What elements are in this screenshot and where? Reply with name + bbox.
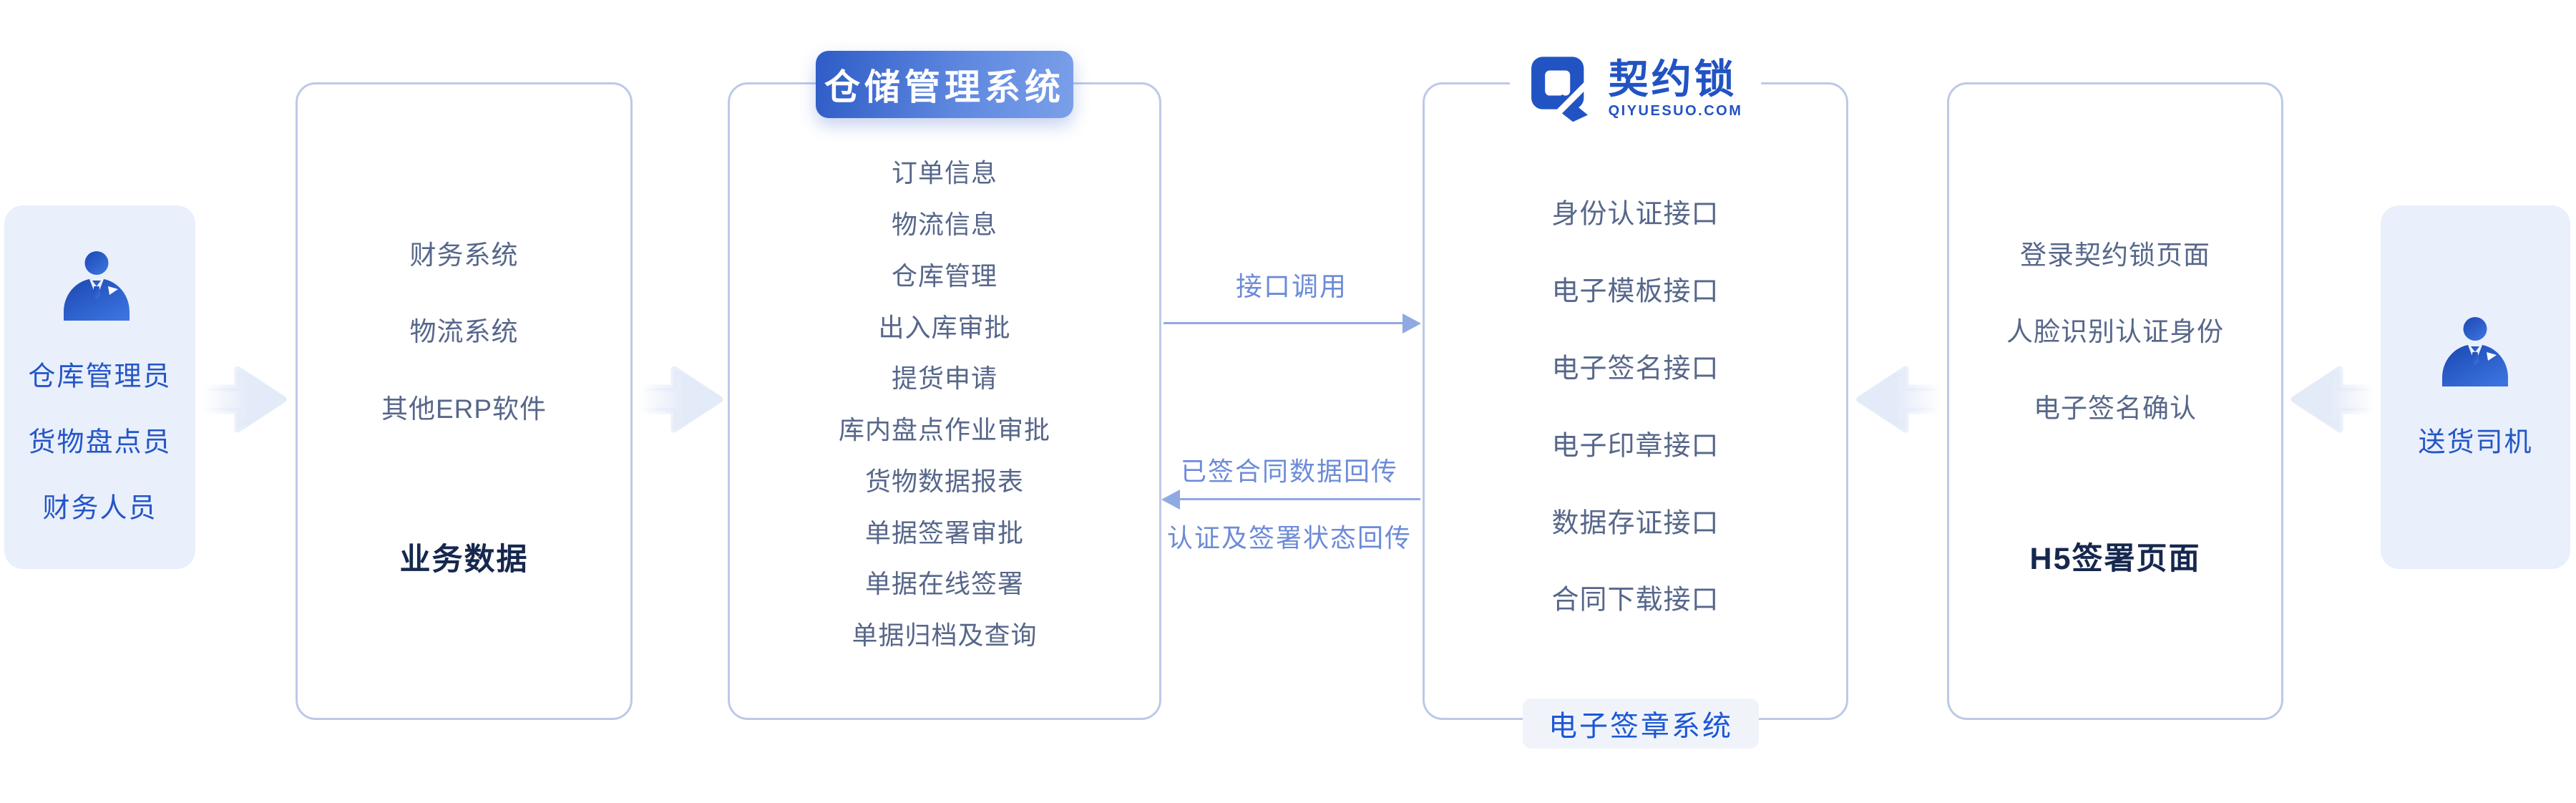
flow-chevron-right-icon	[636, 366, 723, 433]
wms-item: 仓库管理	[891, 261, 998, 291]
wms-item: 库内盘点作业审批	[838, 415, 1051, 444]
qiyuesuo-brand-text: 契约锁	[1608, 57, 1737, 102]
return-arrow-line	[1180, 498, 1420, 500]
api-call-label: 接口调用	[1236, 272, 1347, 301]
erp-item: 财务系统	[409, 240, 519, 270]
wms-item: 单据签署审批	[864, 518, 1025, 548]
qiyuesuo-wordmark: 契约锁 QIYUESUO.COM	[1608, 57, 1743, 119]
wms-item: 出入库审批	[878, 313, 1011, 342]
wms-item: 单据归档及查询	[852, 620, 1038, 650]
qys-api-item: 电子印章接口	[1551, 431, 1719, 462]
qys-api-item: 电子模板接口	[1551, 276, 1719, 307]
flow-chevron-right-icon	[200, 366, 287, 433]
qiyuesuo-logo: 契约锁 QIYUESUO.COM	[1509, 52, 1762, 126]
status-return-label: 认证及签署状态回传	[1166, 523, 1413, 553]
api-call-arrowhead-icon	[1402, 313, 1421, 334]
h5-step-item: 登录契约锁页面	[2020, 240, 2210, 270]
wms-item: 物流信息	[891, 210, 998, 239]
qys-api-item: 合同下载接口	[1551, 585, 1719, 615]
wms-item: 提货申请	[891, 364, 998, 393]
businessman-icon	[2442, 317, 2508, 386]
esign-system-badge: 电子签章系统	[1523, 699, 1759, 749]
flow-chevron-left-icon	[1856, 366, 1943, 433]
actor-role-label: 财务人员	[42, 493, 157, 524]
flow-chevron-left-icon	[2290, 366, 2378, 433]
businessman-icon	[64, 251, 130, 321]
wms-item: 货物数据报表	[864, 467, 1025, 496]
api-call-arrow-line	[1163, 322, 1404, 324]
qys-api-item: 身份认证接口	[1551, 199, 1719, 230]
wms-item: 单据在线签署	[864, 569, 1025, 598]
return-arrowhead-icon	[1161, 490, 1180, 510]
qiyuesuo-domain-text: QIYUESUO.COM	[1608, 103, 1743, 119]
qys-api-item: 数据存证接口	[1551, 508, 1719, 539]
h5-page-label: H5签署页面	[2029, 542, 2201, 576]
qiyuesuo-q-mark-icon	[1531, 57, 1591, 122]
wms-title: 仓储管理系统	[824, 67, 1065, 107]
actor-card-driver: 送货司机	[2381, 205, 2570, 569]
wms-box: 仓储管理系统 订单信息 物流信息 仓库管理 出入库审批 提货申请 库内盘点作业审…	[728, 51, 1161, 720]
erp-item: 其他ERP软件	[381, 394, 547, 424]
wms-item: 订单信息	[891, 158, 998, 188]
signed-contract-return-label: 已签合同数据回传	[1180, 457, 1399, 486]
erp-systems-box: 财务系统 物流系统 其他ERP软件 业务数据	[296, 82, 633, 720]
actor-role-label: 仓库管理员	[28, 361, 172, 392]
actor-role-label: 送货司机	[2418, 427, 2533, 458]
actor-card-warehouse-staff: 仓库管理员 货物盘点员 财务人员	[4, 205, 195, 569]
business-data-label: 业务数据	[399, 542, 529, 577]
h5-step-item: 人脸识别认证身份	[2006, 317, 2224, 346]
wms-title-badge: 仓储管理系统	[816, 51, 1073, 118]
qys-api-item: 电子签名接口	[1551, 354, 1719, 384]
h5-signing-box: 登录契约锁页面 人脸识别认证身份 电子签名确认 H5签署页面	[1947, 82, 2283, 720]
actor-role-label: 货物盘点员	[28, 427, 172, 458]
h5-step-item: 电子签名确认	[2034, 394, 2197, 423]
erp-item: 物流系统	[409, 317, 519, 346]
qiyuesuo-box: 契约锁 QIYUESUO.COM 身份认证接口 电子模板接口 电子签名接口 电子…	[1423, 52, 1848, 749]
